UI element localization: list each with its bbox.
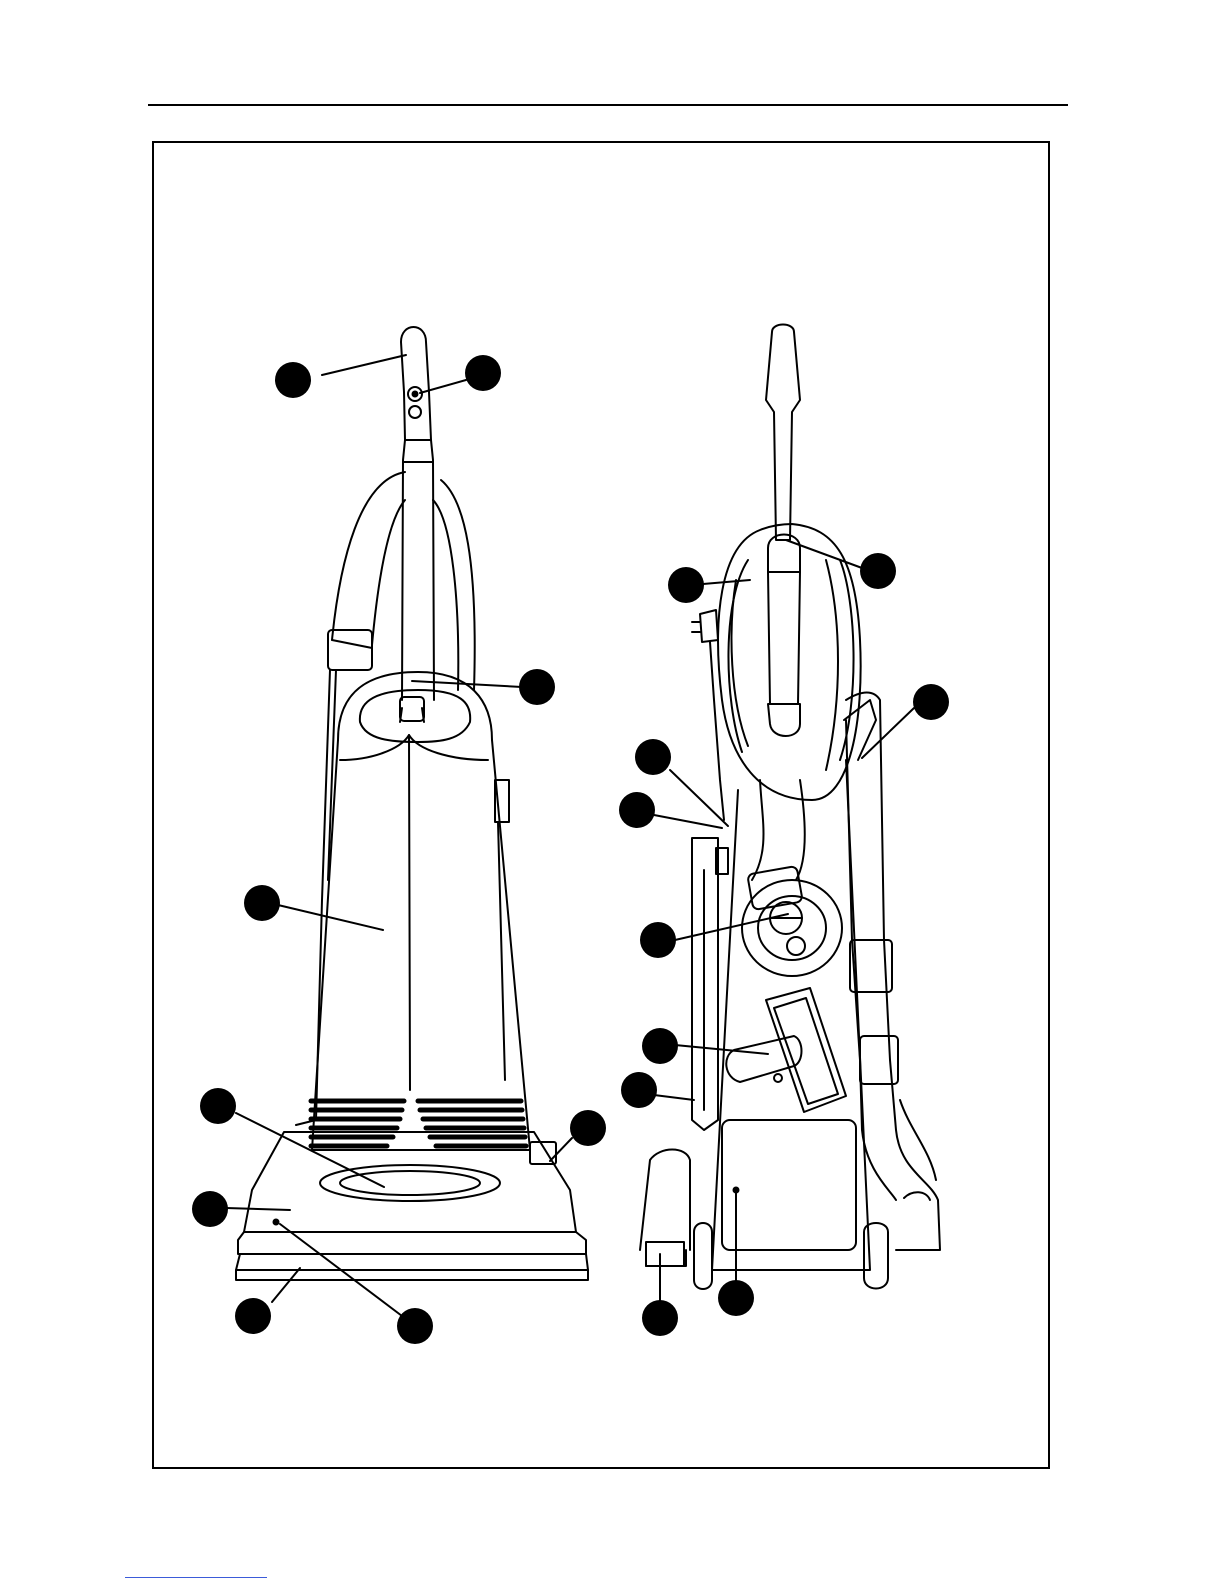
callout-marker [397,1308,433,1344]
dust-bag-body [312,740,530,1150]
rear-left-wheel [694,1223,712,1289]
switch-secondary-icon [409,406,421,418]
callout-marker [570,1110,606,1146]
callout-marker [913,684,949,720]
callout-marker [640,922,676,958]
base-indicator-dot [274,1220,279,1225]
front-handle-grip [401,327,431,440]
callout-marker [244,885,280,921]
rear-cord-wrap [718,524,861,800]
front-view-vacuum [236,327,588,1280]
callout-marker [860,553,896,589]
front-bumper [238,1232,586,1254]
bag-latch [400,697,424,721]
callout-marker [235,1298,271,1334]
release-pedal [646,1242,684,1266]
power-plug-icon [692,610,724,820]
cord-hook-bottom [768,704,800,736]
callout-marker [621,1072,657,1108]
callout-marker [619,792,655,828]
rear-panel [722,1120,856,1250]
callout-marker [200,1088,236,1124]
rear-handle [766,325,800,541]
callout-marker [718,1280,754,1316]
callout-marker [275,362,311,398]
callout-marker [668,567,704,603]
bag-housing-top [338,672,492,740]
front-grille-stripes [311,1101,526,1146]
callout-marker [635,739,671,775]
callout-marker [192,1191,228,1227]
front-handle-wand [402,440,434,700]
brush-neck [726,1036,801,1082]
rear-hose-upper [752,780,805,880]
callout-marker [465,355,501,391]
footer-link-underline[interactable] [125,1577,267,1578]
callout-marker [642,1028,678,1064]
callout-marker [642,1300,678,1336]
hose-cuff [328,630,372,670]
callout-marker [519,669,555,705]
rear-view-vacuum [640,325,940,1290]
power-switch-center [413,392,418,397]
rear-housing-left [640,1150,690,1251]
